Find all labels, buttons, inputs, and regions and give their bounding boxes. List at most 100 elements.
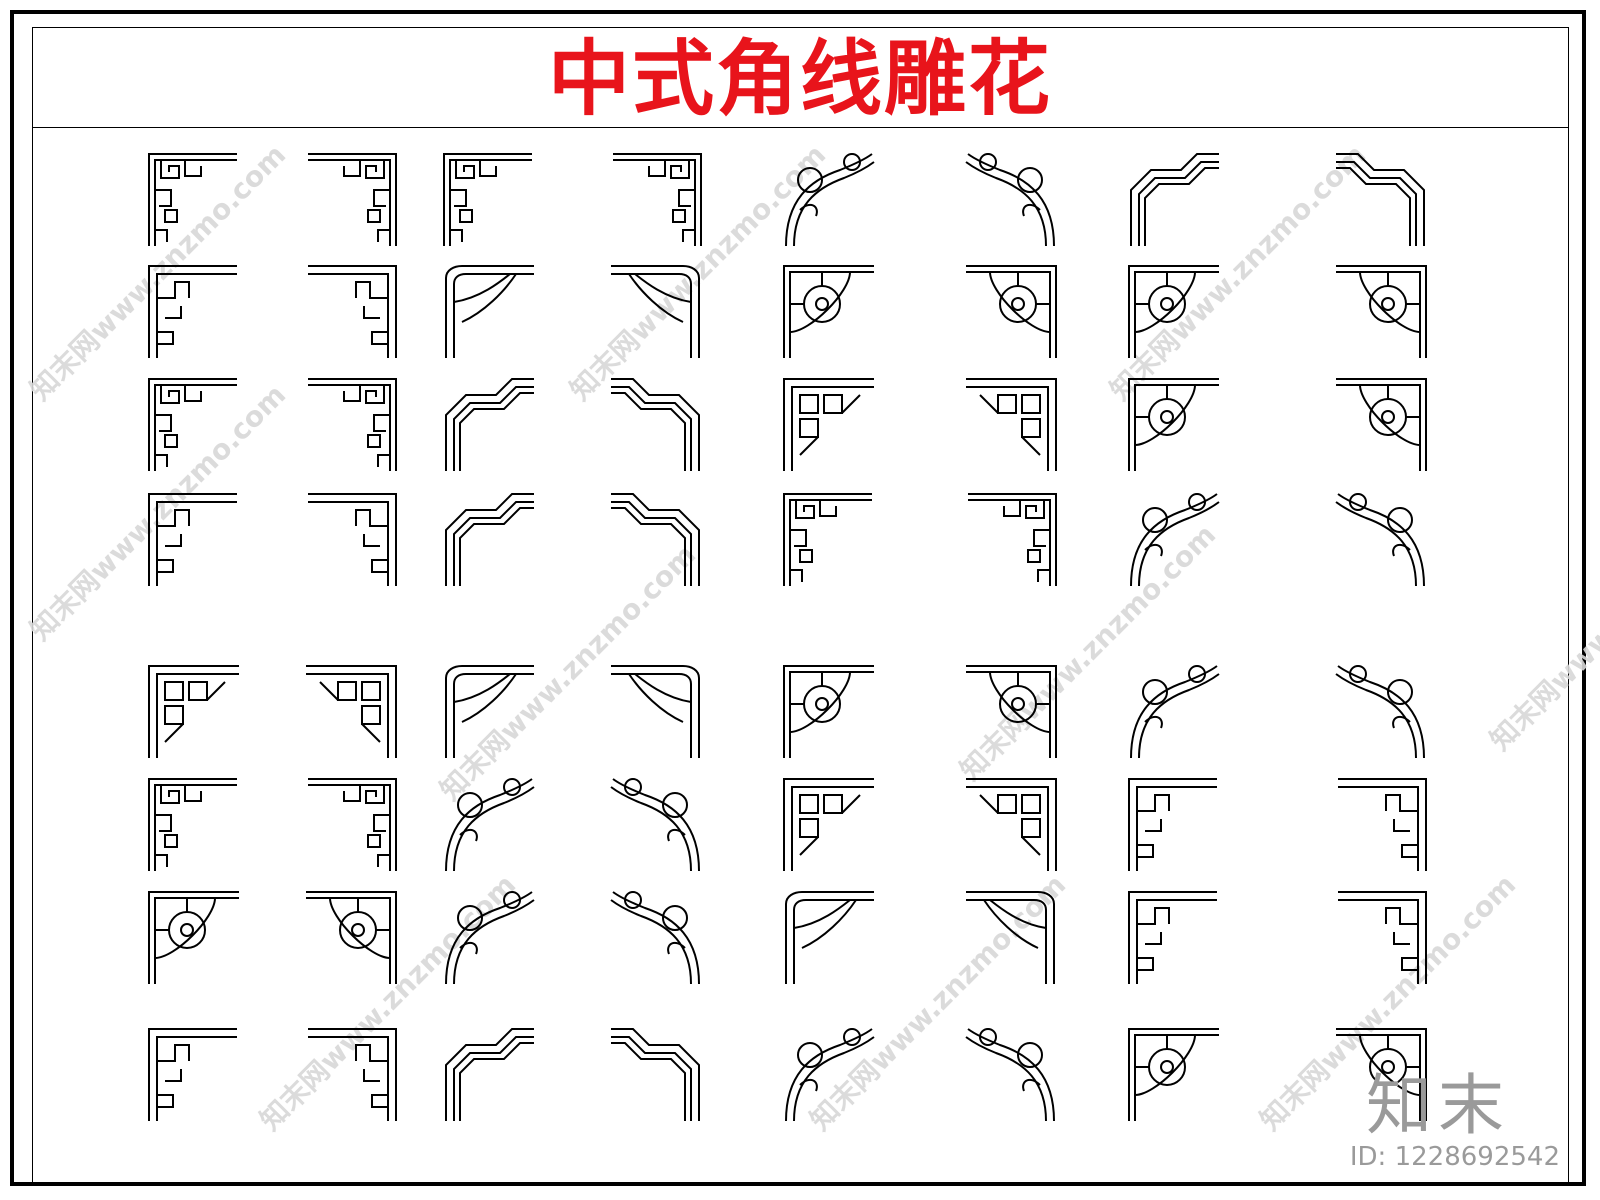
corner-pattern-drawing <box>443 153 532 246</box>
corner-pattern-drawing <box>965 1028 1055 1122</box>
corner-pattern-right <box>1330 662 1430 762</box>
corner-pattern-left <box>780 775 880 875</box>
corner-pattern-left <box>145 375 245 475</box>
corner-pattern-drawing <box>1338 778 1427 871</box>
id-label: ID: 1228692542 <box>1349 1142 1560 1172</box>
corner-pattern-drawing <box>968 493 1057 586</box>
corner-pattern-left <box>440 775 540 875</box>
corner-pattern-left <box>780 888 880 988</box>
inner-frame <box>32 27 1569 1184</box>
corner-pattern-right <box>960 262 1060 362</box>
corner-pattern-drawing <box>1130 493 1220 587</box>
outer-frame <box>10 10 1586 1186</box>
corner-pattern-drawing <box>1336 378 1427 471</box>
corner-pattern-left <box>1125 775 1225 875</box>
title-divider <box>32 127 1569 128</box>
corner-pattern-right <box>605 1025 705 1125</box>
corner-pattern-drawing <box>445 265 534 358</box>
corner-pattern-left <box>780 375 880 475</box>
corner-pattern-drawing <box>1336 265 1427 358</box>
corner-pattern-right <box>300 262 400 362</box>
corner-pattern-left <box>1125 375 1225 475</box>
corner-pattern-right <box>1330 775 1430 875</box>
corner-pattern-drawing <box>148 778 237 871</box>
corner-pattern-drawing <box>1128 1028 1219 1121</box>
brand-logo: 知末 <box>1366 1067 1510 1144</box>
corner-pattern-drawing <box>445 891 535 985</box>
corner-pattern-right <box>605 150 705 250</box>
corner-pattern-left <box>780 262 880 362</box>
corner-pattern-right <box>605 375 705 475</box>
corner-pattern-drawing <box>1130 665 1220 759</box>
corner-pattern-drawing <box>611 493 700 586</box>
corner-pattern-drawing <box>1128 778 1217 871</box>
corner-pattern-left <box>145 888 245 988</box>
corner-pattern-drawing <box>445 778 535 872</box>
corner-pattern-drawing <box>445 378 534 471</box>
corner-pattern-left <box>1125 262 1225 362</box>
corner-pattern-drawing <box>1128 891 1217 984</box>
corner-pattern-left <box>780 150 880 250</box>
corner-pattern-right <box>960 150 1060 250</box>
corner-pattern-right <box>960 490 1060 590</box>
corner-pattern-drawing <box>306 665 397 758</box>
corner-pattern-drawing <box>783 778 874 871</box>
corner-pattern-left <box>780 662 880 762</box>
corner-pattern-left <box>145 1025 245 1125</box>
corner-pattern-drawing <box>308 378 397 471</box>
corner-pattern-drawing <box>148 891 239 984</box>
corner-pattern-drawing <box>966 265 1057 358</box>
corner-pattern-drawing <box>1128 378 1219 471</box>
corner-pattern-drawing <box>613 153 702 246</box>
corner-pattern-left <box>145 262 245 362</box>
corner-pattern-drawing <box>785 153 875 247</box>
corner-pattern-right <box>960 888 1060 988</box>
corner-pattern-left <box>440 375 540 475</box>
corner-pattern-right <box>605 490 705 590</box>
corner-pattern-left <box>145 775 245 875</box>
corner-pattern-left <box>1125 1025 1225 1125</box>
corner-pattern-right <box>300 490 400 590</box>
corner-pattern-left <box>145 662 245 762</box>
corner-pattern-left <box>440 490 540 590</box>
corner-pattern-drawing <box>966 378 1057 471</box>
corner-pattern-drawing <box>445 493 534 586</box>
corner-pattern-drawing <box>611 378 700 471</box>
corner-pattern-drawing <box>148 153 237 246</box>
corner-pattern-drawing <box>1128 265 1219 358</box>
corner-pattern-drawing <box>610 778 700 872</box>
corner-pattern-drawing <box>966 778 1057 871</box>
corner-pattern-right <box>960 375 1060 475</box>
corner-pattern-left <box>145 150 245 250</box>
corner-pattern-drawing <box>308 493 397 586</box>
corner-pattern-right <box>1330 375 1430 475</box>
corner-pattern-left <box>780 1025 880 1125</box>
corner-pattern-right <box>960 1025 1060 1125</box>
corner-pattern-left <box>440 888 540 988</box>
corner-pattern-left <box>1125 662 1225 762</box>
corner-pattern-drawing <box>148 378 237 471</box>
corner-pattern-left <box>440 262 540 362</box>
corner-pattern-right <box>1330 150 1430 250</box>
corner-pattern-right <box>960 662 1060 762</box>
corner-pattern-drawing <box>1130 153 1219 246</box>
corner-pattern-drawing <box>148 265 237 358</box>
corner-pattern-right <box>605 888 705 988</box>
corner-pattern-drawing <box>783 493 872 586</box>
corner-pattern-drawing <box>1335 665 1425 759</box>
corner-pattern-right <box>300 662 400 762</box>
corner-pattern-left <box>780 490 880 590</box>
corner-pattern-drawing <box>785 1028 875 1122</box>
corner-pattern-drawing <box>611 665 700 758</box>
corner-pattern-drawing <box>966 665 1057 758</box>
corner-pattern-drawing <box>610 891 700 985</box>
corner-pattern-right <box>1330 1025 1430 1125</box>
corner-pattern-drawing <box>306 891 397 984</box>
corner-pattern-drawing <box>1335 493 1425 587</box>
corner-pattern-drawing <box>783 665 874 758</box>
corner-pattern-right <box>300 775 400 875</box>
corner-pattern-drawing <box>1338 891 1427 984</box>
corner-pattern-drawing <box>611 1028 700 1121</box>
corner-pattern-right <box>300 1025 400 1125</box>
